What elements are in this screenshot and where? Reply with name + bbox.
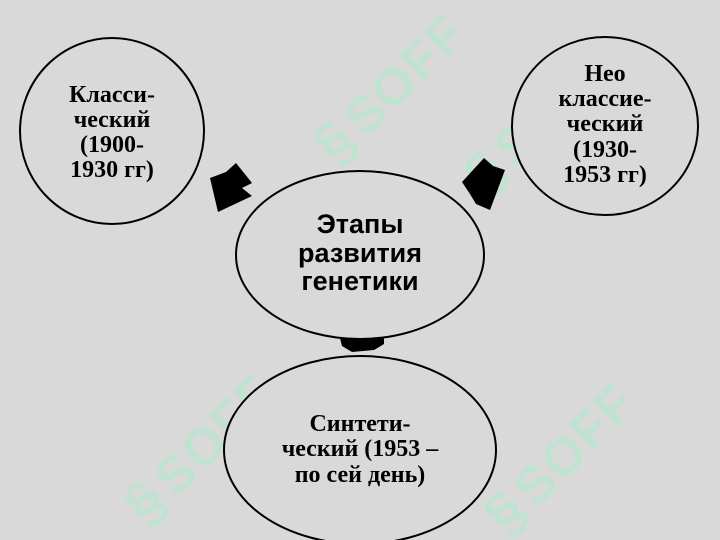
node-neoclassic-label: Нео классие- ческий (1930- 1953 гг) bbox=[558, 61, 652, 188]
node-center-label: Этапы развития генетики bbox=[297, 209, 423, 297]
arrow-to-neoclassic bbox=[462, 158, 505, 210]
node-classic-label: Класси- ческий (1900- 1930 гг) bbox=[69, 81, 155, 184]
node-synthetic-label: Синтети- ческий (1953 – по сей день) bbox=[281, 411, 439, 488]
node-synthetic-outline bbox=[223, 355, 497, 540]
arrow-to-synthetic bbox=[340, 338, 384, 352]
node-neoclassic-outline bbox=[511, 36, 699, 216]
node-center-outline bbox=[235, 170, 485, 340]
node-classic-outline bbox=[19, 37, 205, 225]
arrow-to-classic bbox=[210, 163, 252, 212]
